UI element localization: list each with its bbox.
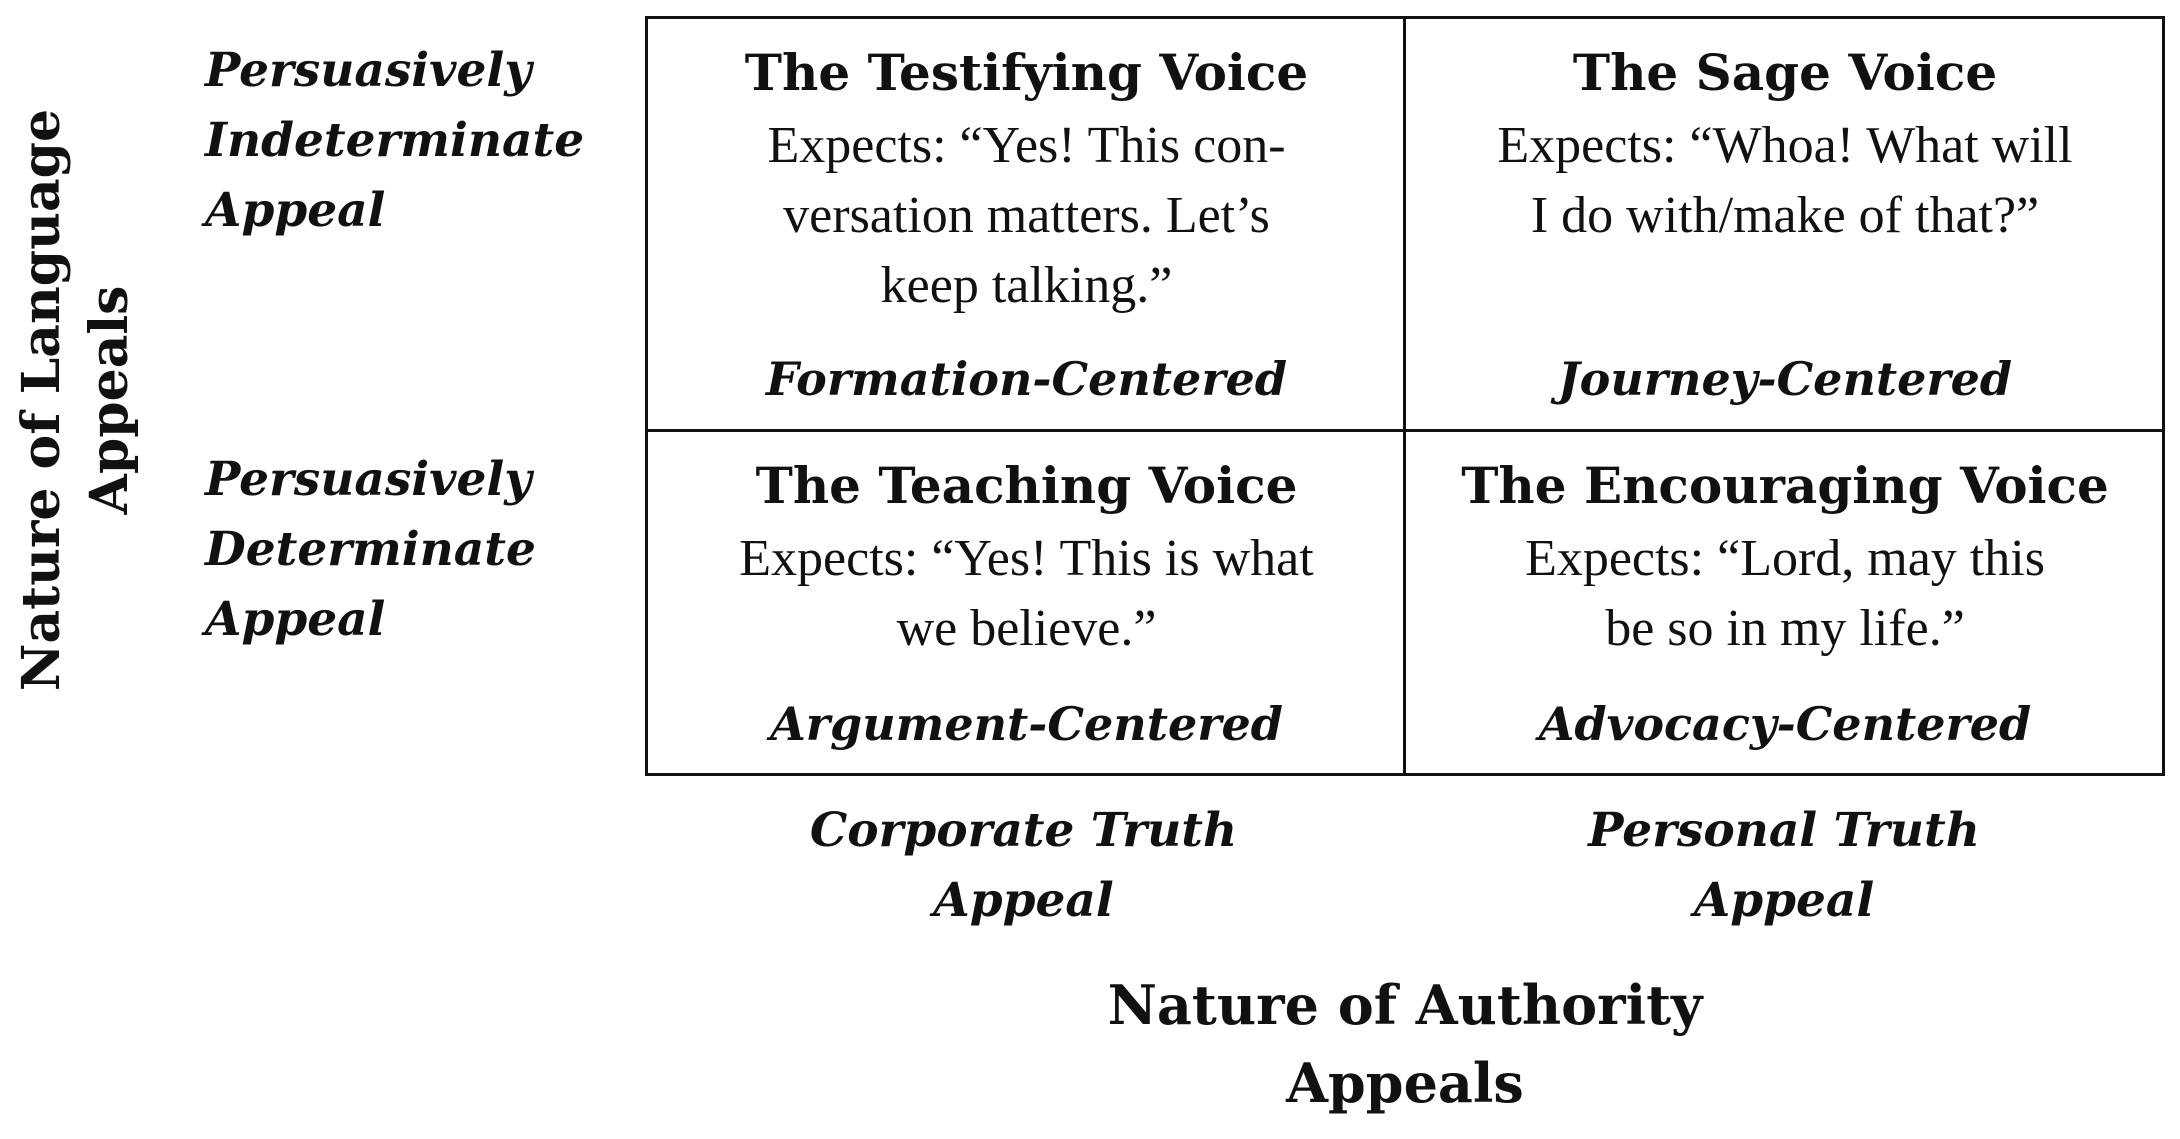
expects-text: Expects: “Yes! This is what we believe.” <box>668 524 1385 664</box>
quadrant-grid: The Testifying Voice Expects: “Yes! This… <box>645 16 2165 776</box>
row-label-indeterminate: Persuasively Indeterminate Appeal <box>205 36 645 246</box>
x-axis-title-line-2: Appeals <box>1286 1051 1524 1115</box>
row-label-line: Persuasively <box>205 43 532 98</box>
column-label-personal-truth: Personal Truth Appeal <box>1403 796 2165 936</box>
expects-line: we believe.” <box>896 600 1157 657</box>
expects-line: be so in my life.” <box>1605 600 1965 657</box>
row-label-line: Persuasively <box>205 452 532 507</box>
expects-text: Expects: “Yes! This con- versation matte… <box>668 111 1385 321</box>
expects-text: Expects: “Whoa! What will I do with/make… <box>1426 111 2144 251</box>
centered-label: Advocacy-Centered <box>1538 697 2032 751</box>
voice-title: The Teaching Voice <box>755 456 1298 515</box>
x-axis-title-line-1: Nature of Authority <box>1107 973 1703 1037</box>
row-label-determinate: Persuasively Determinate Appeal <box>205 445 645 655</box>
cell-encouraging-voice: The Encouraging Voice Expects: “Lord, ma… <box>1406 432 2164 776</box>
cell-teaching-voice: The Teaching Voice Expects: “Yes! This i… <box>648 432 1405 776</box>
voice-title: The Encouraging Voice <box>1461 456 2109 515</box>
expects-line: I do with/make of that?” <box>1530 187 2040 244</box>
row-label-line: Indeterminate <box>205 113 585 168</box>
row-label-line: Appeal <box>205 592 386 647</box>
row-label-line: Determinate <box>205 522 536 577</box>
column-label-corporate-truth: Corporate Truth Appeal <box>645 796 1402 936</box>
expects-line: versation matters. Let’s <box>783 187 1270 244</box>
column-label-line: Personal Truth <box>1588 803 1980 858</box>
voice-title: The Testifying Voice <box>744 43 1309 102</box>
column-label-line: Appeal <box>1693 873 1875 928</box>
y-axis-title: Nature of Language Appeals <box>8 70 178 730</box>
expects-line: Expects: “Yes! This is what <box>739 530 1314 587</box>
cell-testifying-voice: The Testifying Voice Expects: “Yes! This… <box>648 19 1405 429</box>
centered-label: Formation-Centered <box>766 352 1287 406</box>
voice-title: The Sage Voice <box>1572 43 1998 102</box>
grid-horizontal-divider <box>648 429 2162 432</box>
expects-line: Expects: “Lord, may this <box>1525 530 2045 587</box>
centered-label: Argument-Centered <box>770 697 1283 751</box>
centered-label: Journey-Centered <box>1557 352 2013 406</box>
expects-line: Expects: “Yes! This con- <box>767 117 1286 174</box>
x-axis-title: Nature of Authority Appeals <box>645 966 2165 1122</box>
cell-sage-voice: The Sage Voice Expects: “Whoa! What will… <box>1406 19 2164 429</box>
column-label-line: Appeal <box>933 873 1114 928</box>
expects-line: Expects: “Whoa! What will <box>1497 117 2073 174</box>
y-axis-title-line-1: Nature of Language <box>11 108 72 692</box>
y-axis-title-line-2: Appeals <box>79 285 140 515</box>
expects-text: Expects: “Lord, may this be so in my lif… <box>1426 524 2144 664</box>
column-label-line: Corporate Truth <box>809 803 1238 858</box>
row-label-line: Appeal <box>205 183 386 238</box>
expects-line: keep talking.” <box>880 257 1173 314</box>
grid-vertical-divider <box>1403 19 1406 773</box>
